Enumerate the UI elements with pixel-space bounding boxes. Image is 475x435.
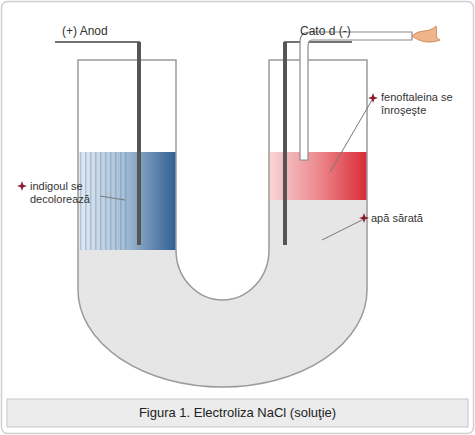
caption-bar [7, 399, 468, 427]
indicator-note: indigoul se decolorează [30, 180, 100, 206]
salt-water [70, 152, 380, 412]
bullet-stars [17, 93, 378, 223]
cathode-electrode [283, 42, 287, 245]
anode-wire [55, 41, 140, 43]
u-tube [78, 60, 367, 387]
leader-lines [100, 100, 372, 240]
cathode-label: Cato d (-) [300, 25, 380, 38]
anode-label: (+) Anod [62, 25, 142, 38]
cathode-wire [284, 41, 352, 43]
anode-electrode [137, 42, 141, 245]
flame [412, 26, 440, 42]
solution-label: apă sărată [371, 212, 461, 225]
indicator-note: fenoftaleina se înroşeşte [381, 91, 461, 117]
tube-contents [70, 56, 380, 412]
indigo-zone [78, 152, 176, 250]
figure-caption: Figura 1. Electroliza NaCl (soluţie) [7, 400, 468, 426]
